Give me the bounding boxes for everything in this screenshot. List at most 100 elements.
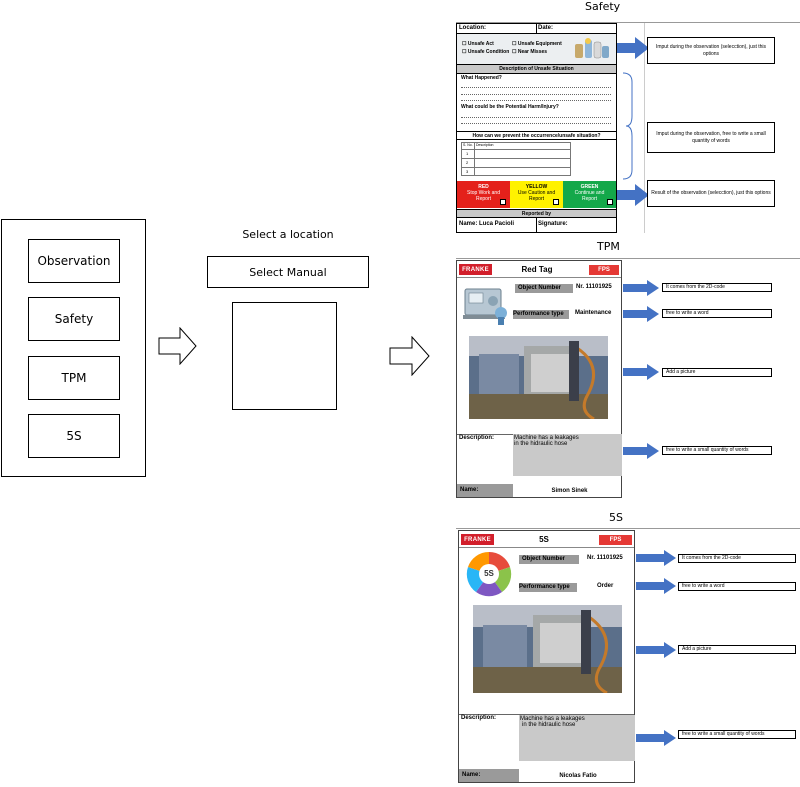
safety-note-1: Imput during the observation (selecction… [647,37,775,64]
answer-line[interactable] [461,117,611,118]
divider [536,24,537,33]
reported-by-header: Reported by [457,209,616,218]
check-label: Unsafe Condition [467,49,510,55]
name-field[interactable]: Name: Luca Pacioli [459,221,515,227]
answer-line[interactable] [461,87,611,88]
tpm-heading: Red Tag [521,265,553,274]
table-header-no: S. No. [463,143,473,147]
description-text: in the hidraulic hose [522,722,576,728]
fives-note-3: Add a picture [678,645,796,654]
fives-note-2: free to write a word [678,582,796,591]
tpm-note-4: free to write a small quantity of words [662,446,772,455]
menu-item-5s[interactable]: 5S [28,414,120,458]
pointer-arrow-icon [623,364,659,380]
performance-type-value[interactable]: Maintenance [575,310,612,316]
question-what-happened: What Happened? [461,75,502,81]
performance-type-label: Performance type [513,310,569,319]
description-field[interactable]: Machine has a leakages in the hidraulic … [513,434,622,476]
pointer-arrow-icon [636,550,676,566]
safety-note-3: Result of the observation (selecction), … [647,180,775,207]
location-field[interactable]: Location: [459,25,486,31]
green-line1: Continue and [574,190,605,196]
answer-line[interactable] [461,94,611,95]
yellow-checkbox[interactable] [553,199,559,205]
menu-item-observation[interactable]: Observation [28,239,120,283]
green-checkbox[interactable] [607,199,613,205]
yellow-line1: Use Caution and [517,190,556,196]
performance-type-value[interactable]: Order [597,583,614,589]
menu-item-safety[interactable]: Safety [28,297,120,341]
divider [459,547,634,548]
check-label: Near Misses [517,49,548,55]
pointer-arrow-icon [636,730,676,746]
select-manual-button[interactable]: Select Manual [207,256,369,288]
fps-tag: FPS [589,265,619,275]
divider [644,23,645,233]
yellow-option[interactable]: YELLOW Use Caution and Report [510,181,563,208]
franke-logo: FRANKE [459,264,492,275]
pointer-arrow-icon [617,184,649,206]
divider [456,22,800,23]
machine-photo[interactable] [469,336,608,419]
safety-form: Location: Date: ☐ Unsafe Act ☐ Unsafe Eq… [456,23,617,233]
machine-photo[interactable] [473,605,622,693]
object-number-value: Nr. 11101925 [587,555,623,561]
name-value[interactable]: Nicolas Fatio [559,773,597,779]
object-number-value: Nr. 11101925 [576,284,612,290]
divider [457,64,616,65]
menu-item-tpm[interactable]: TPM [28,356,120,400]
description-field[interactable]: Machine has a leakages in the hidraulic … [519,715,635,761]
answer-line[interactable] [461,123,611,124]
green-option[interactable]: GREEN Continue and Report [563,181,616,208]
table-row-number: 2 [466,160,469,165]
divider [457,33,616,34]
select-manual-label: Select Manual [249,265,327,279]
fives-title: 5S [609,511,623,524]
flow-arrow-icon [158,327,197,365]
tpm-note-3: Add a picture [662,368,772,377]
description-text: Machine has a leakages [520,716,585,722]
fives-note-1: It comes from the 2D-code [678,554,796,563]
safety-title: Safety [585,0,621,13]
answer-line[interactable] [461,100,611,101]
check-label: Unsafe Equipment [517,41,562,47]
description-header: Description of Unsafe Situation [457,65,616,73]
menu-item-label: TPM [61,371,87,385]
check-unsafe-act[interactable]: ☐ Unsafe Act [462,41,494,47]
location-heading: Select a location [242,228,334,241]
question-prevent: How can we prevent the occurrence/unsafe… [457,131,616,140]
divider [456,528,800,529]
green-line2: Report [581,196,597,202]
wheel-label: 5S [484,569,494,578]
menu-item-label: Observation [37,254,111,268]
check-label: Unsafe Act [467,41,494,47]
tpm-note-2: free to write a word [662,309,772,318]
performance-type-label: Performance type [519,583,577,592]
divider [456,258,800,259]
five-s-wheel-icon [466,551,512,597]
green-title: GREEN [580,184,599,190]
divider [457,73,616,74]
yellow-line2: Report [528,196,544,202]
location-preview-box [232,302,337,410]
pointer-arrow-icon [623,306,659,322]
name-value[interactable]: Simon Sinek [551,488,588,494]
table-header-description: Description [476,143,494,147]
check-unsafe-condition[interactable]: ☐ Unsafe Condition [462,49,510,55]
check-near-misses[interactable]: ☐ Near Misses [512,49,548,55]
table-row-number: 3 [466,169,469,174]
red-line1: Stop Work and [467,190,500,196]
description-text: in the hidraulic hose [514,441,568,447]
question-potential-harm: What could be the Potential Harm/Injury? [461,104,559,110]
check-unsafe-equipment[interactable]: ☐ Unsafe Equipment [512,41,562,47]
signature-field[interactable]: Signature: [538,221,568,227]
fives-heading: 5S [539,535,549,544]
pointer-arrow-icon [623,280,659,296]
red-option[interactable]: RED Stop Work and Report [457,181,510,208]
red-checkbox[interactable] [500,199,506,205]
yellow-title: YELLOW [525,184,548,190]
description-label: Description: [461,715,497,721]
description-text: Machine has a leakages [514,435,579,441]
date-field[interactable]: Date: [538,25,554,31]
tpm-title: TPM [597,240,620,253]
